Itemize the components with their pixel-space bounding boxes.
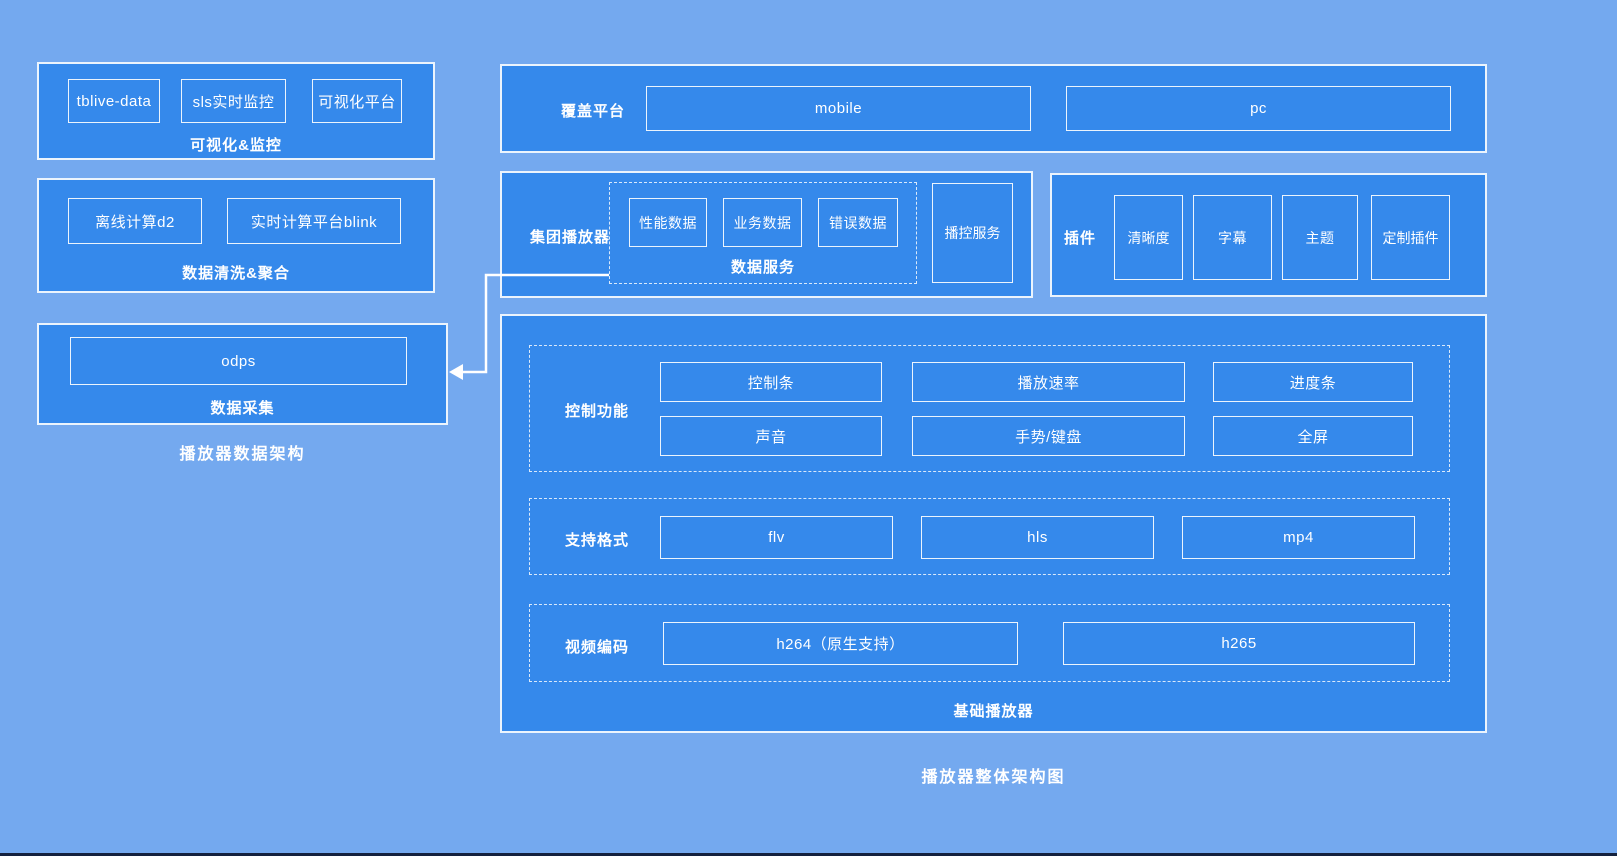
node-pc: pc (1066, 86, 1451, 131)
node-sound: 声音 (660, 416, 882, 456)
label-plugins: 插件 (1063, 230, 1096, 247)
node-control-bar: 控制条 (660, 362, 882, 402)
node-fullscreen: 全屏 (1213, 416, 1413, 456)
dashed-video-codecs (529, 604, 1450, 682)
node-error-data: 错误数据 (818, 198, 898, 247)
node-progress-bar: 进度条 (1213, 362, 1413, 402)
label-data-service: 数据服务 (730, 259, 795, 276)
node-sls-realtime-monitor: sls实时监控 (181, 79, 286, 123)
node-gesture-keyboard: 手势/键盘 (912, 416, 1185, 456)
node-plugin-theme: 主题 (1282, 195, 1358, 280)
label-data-cleaning: 数据清洗&聚合 (182, 265, 290, 282)
label-base-player: 基础播放器 (953, 703, 1034, 720)
node-visualization-platform: 可视化平台 (312, 79, 402, 123)
node-format-mp4: mp4 (1182, 516, 1415, 559)
node-play-control-service: 播控服务 (932, 183, 1013, 283)
node-codec-h264: h264（原生支持） (663, 622, 1018, 665)
right-diagram-title: 播放器整体架构图 (921, 769, 1066, 786)
node-playback-rate: 播放速率 (912, 362, 1185, 402)
label-coverage-platform: 覆盖平台 (560, 103, 625, 120)
node-odps: odps (70, 337, 407, 385)
label-data-collection: 数据采集 (210, 400, 275, 417)
dashed-control-functions (529, 345, 1450, 472)
node-format-flv: flv (660, 516, 893, 559)
node-performance-data: 性能数据 (629, 198, 707, 247)
node-mobile: mobile (646, 86, 1031, 131)
node-tblive-data: tblive-data (68, 79, 160, 123)
window-bottom-edge (0, 853, 1617, 856)
dashed-supported-formats (529, 498, 1450, 575)
label-control-functions: 控制功能 (564, 403, 629, 420)
left-diagram-title: 播放器数据架构 (179, 446, 306, 463)
node-offline-compute-d2: 离线计算d2 (68, 198, 202, 244)
node-plugin-clarity: 清晰度 (1114, 195, 1183, 280)
label-supported-formats: 支持格式 (564, 532, 629, 549)
label-visualization-monitoring: 可视化&监控 (190, 137, 282, 154)
node-plugin-subtitle: 字幕 (1193, 195, 1272, 280)
node-realtime-compute-blink: 实时计算平台blink (227, 198, 401, 244)
dashed-data-service (609, 182, 917, 284)
node-business-data: 业务数据 (723, 198, 802, 247)
label-group-player: 集团播放器 (529, 229, 610, 246)
node-codec-h265: h265 (1063, 622, 1415, 665)
node-plugin-custom: 定制插件 (1371, 195, 1450, 280)
node-format-hls: hls (921, 516, 1154, 559)
label-video-codecs: 视频编码 (564, 639, 629, 656)
